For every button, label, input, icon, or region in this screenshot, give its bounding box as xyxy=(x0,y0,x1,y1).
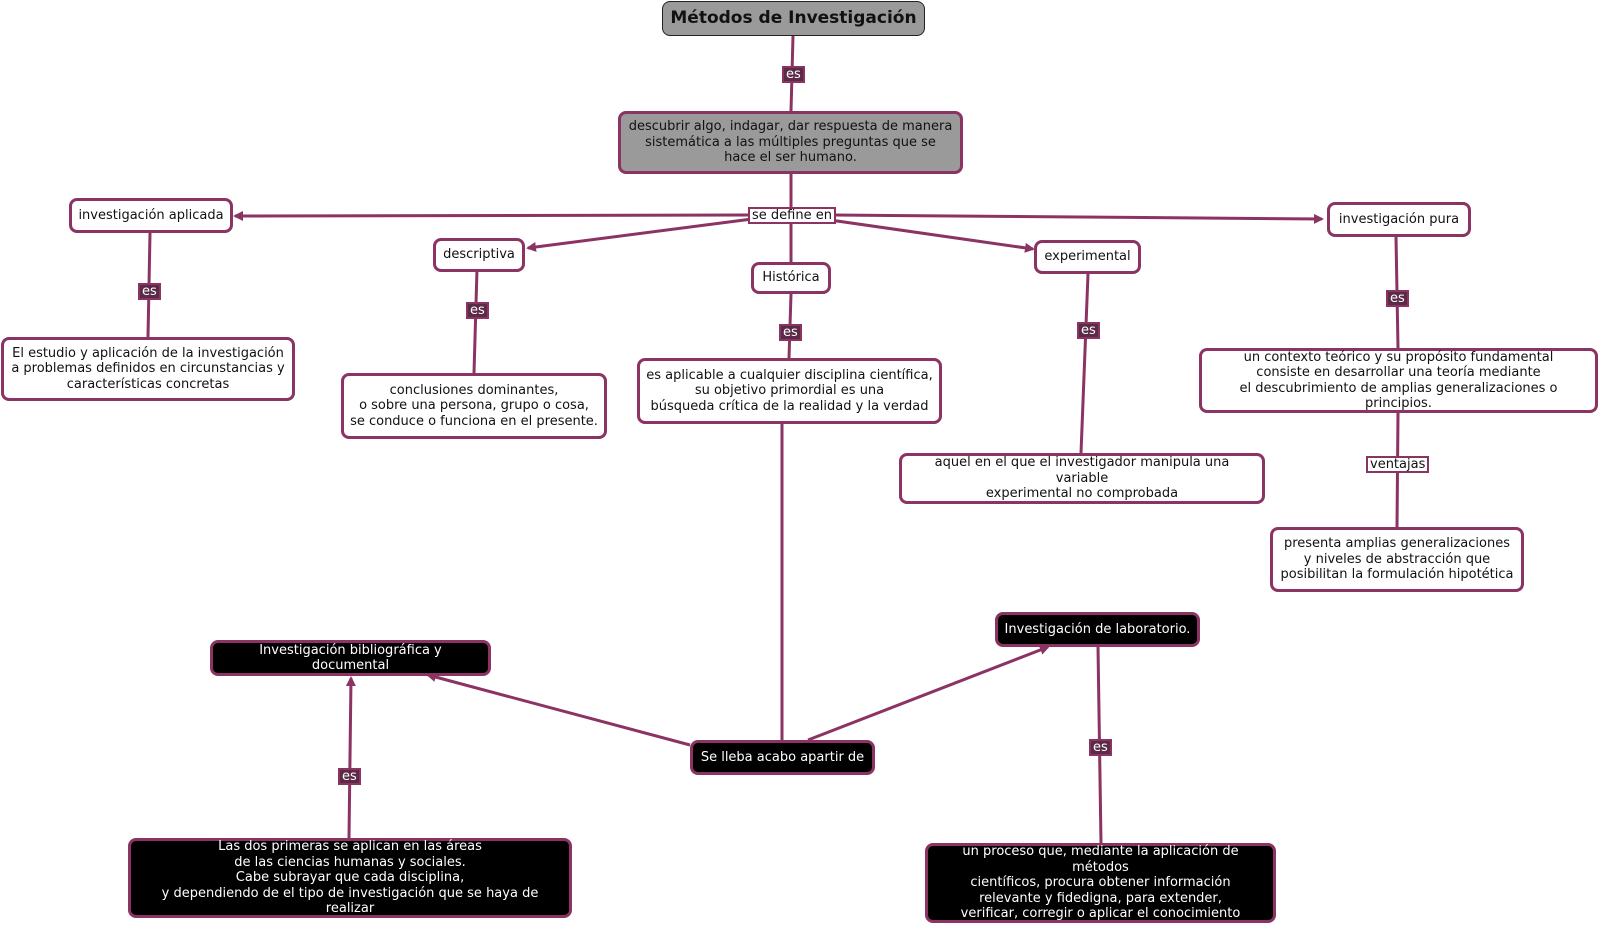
link-label-es-historica: es xyxy=(779,324,802,341)
link-label-es-descriptiva: es xyxy=(466,302,489,319)
node-se-lleba: Se lleba acabo apartir de xyxy=(690,740,875,775)
node-laboratorio: Investigación de laboratorio. xyxy=(995,612,1200,647)
map-title: Métodos de Investigación xyxy=(662,1,925,36)
link-label-es-aplicada: es xyxy=(138,283,161,300)
node-bibliografica: Investigación bibliográfica y documental xyxy=(210,640,491,676)
desc-experimental: aquel en el que el investigador manipula… xyxy=(899,453,1265,504)
link-label-se-define-en: se define en xyxy=(748,207,836,224)
definition-node: descubrir algo, indagar, dar respuesta d… xyxy=(618,111,963,174)
node-investigacion-pura: investigación pura xyxy=(1327,202,1471,237)
desc-pura: un contexto teórico y su propósito funda… xyxy=(1199,348,1598,413)
node-descriptiva: descriptiva xyxy=(433,238,525,272)
link-label-es-experimental: es xyxy=(1077,322,1100,339)
node-historica: Histórica xyxy=(751,262,831,294)
link-label-ventajas: ventajas xyxy=(1366,456,1430,473)
link-label-es-bibliografica: es xyxy=(338,768,361,785)
desc-aplicada: El estudio y aplicación de la investigac… xyxy=(1,337,295,401)
link-label-es-pura: es xyxy=(1386,290,1409,307)
desc-pura-ventajas: presenta amplias generalizaciones y nive… xyxy=(1270,527,1524,592)
link-label-es-title: es xyxy=(782,66,805,83)
desc-historica: es aplicable a cualquier disciplina cien… xyxy=(637,358,942,424)
node-investigacion-aplicada: investigación aplicada xyxy=(69,198,233,233)
desc-bibliografica: Las dos primeras se aplican en las áreas… xyxy=(128,838,572,918)
link-label-es-laboratorio: es xyxy=(1089,739,1112,756)
desc-laboratorio: un proceso que, mediante la aplicación d… xyxy=(925,843,1276,923)
node-experimental: experimental xyxy=(1034,240,1141,274)
desc-descriptiva: conclusiones dominantes, o sobre una per… xyxy=(341,373,607,439)
